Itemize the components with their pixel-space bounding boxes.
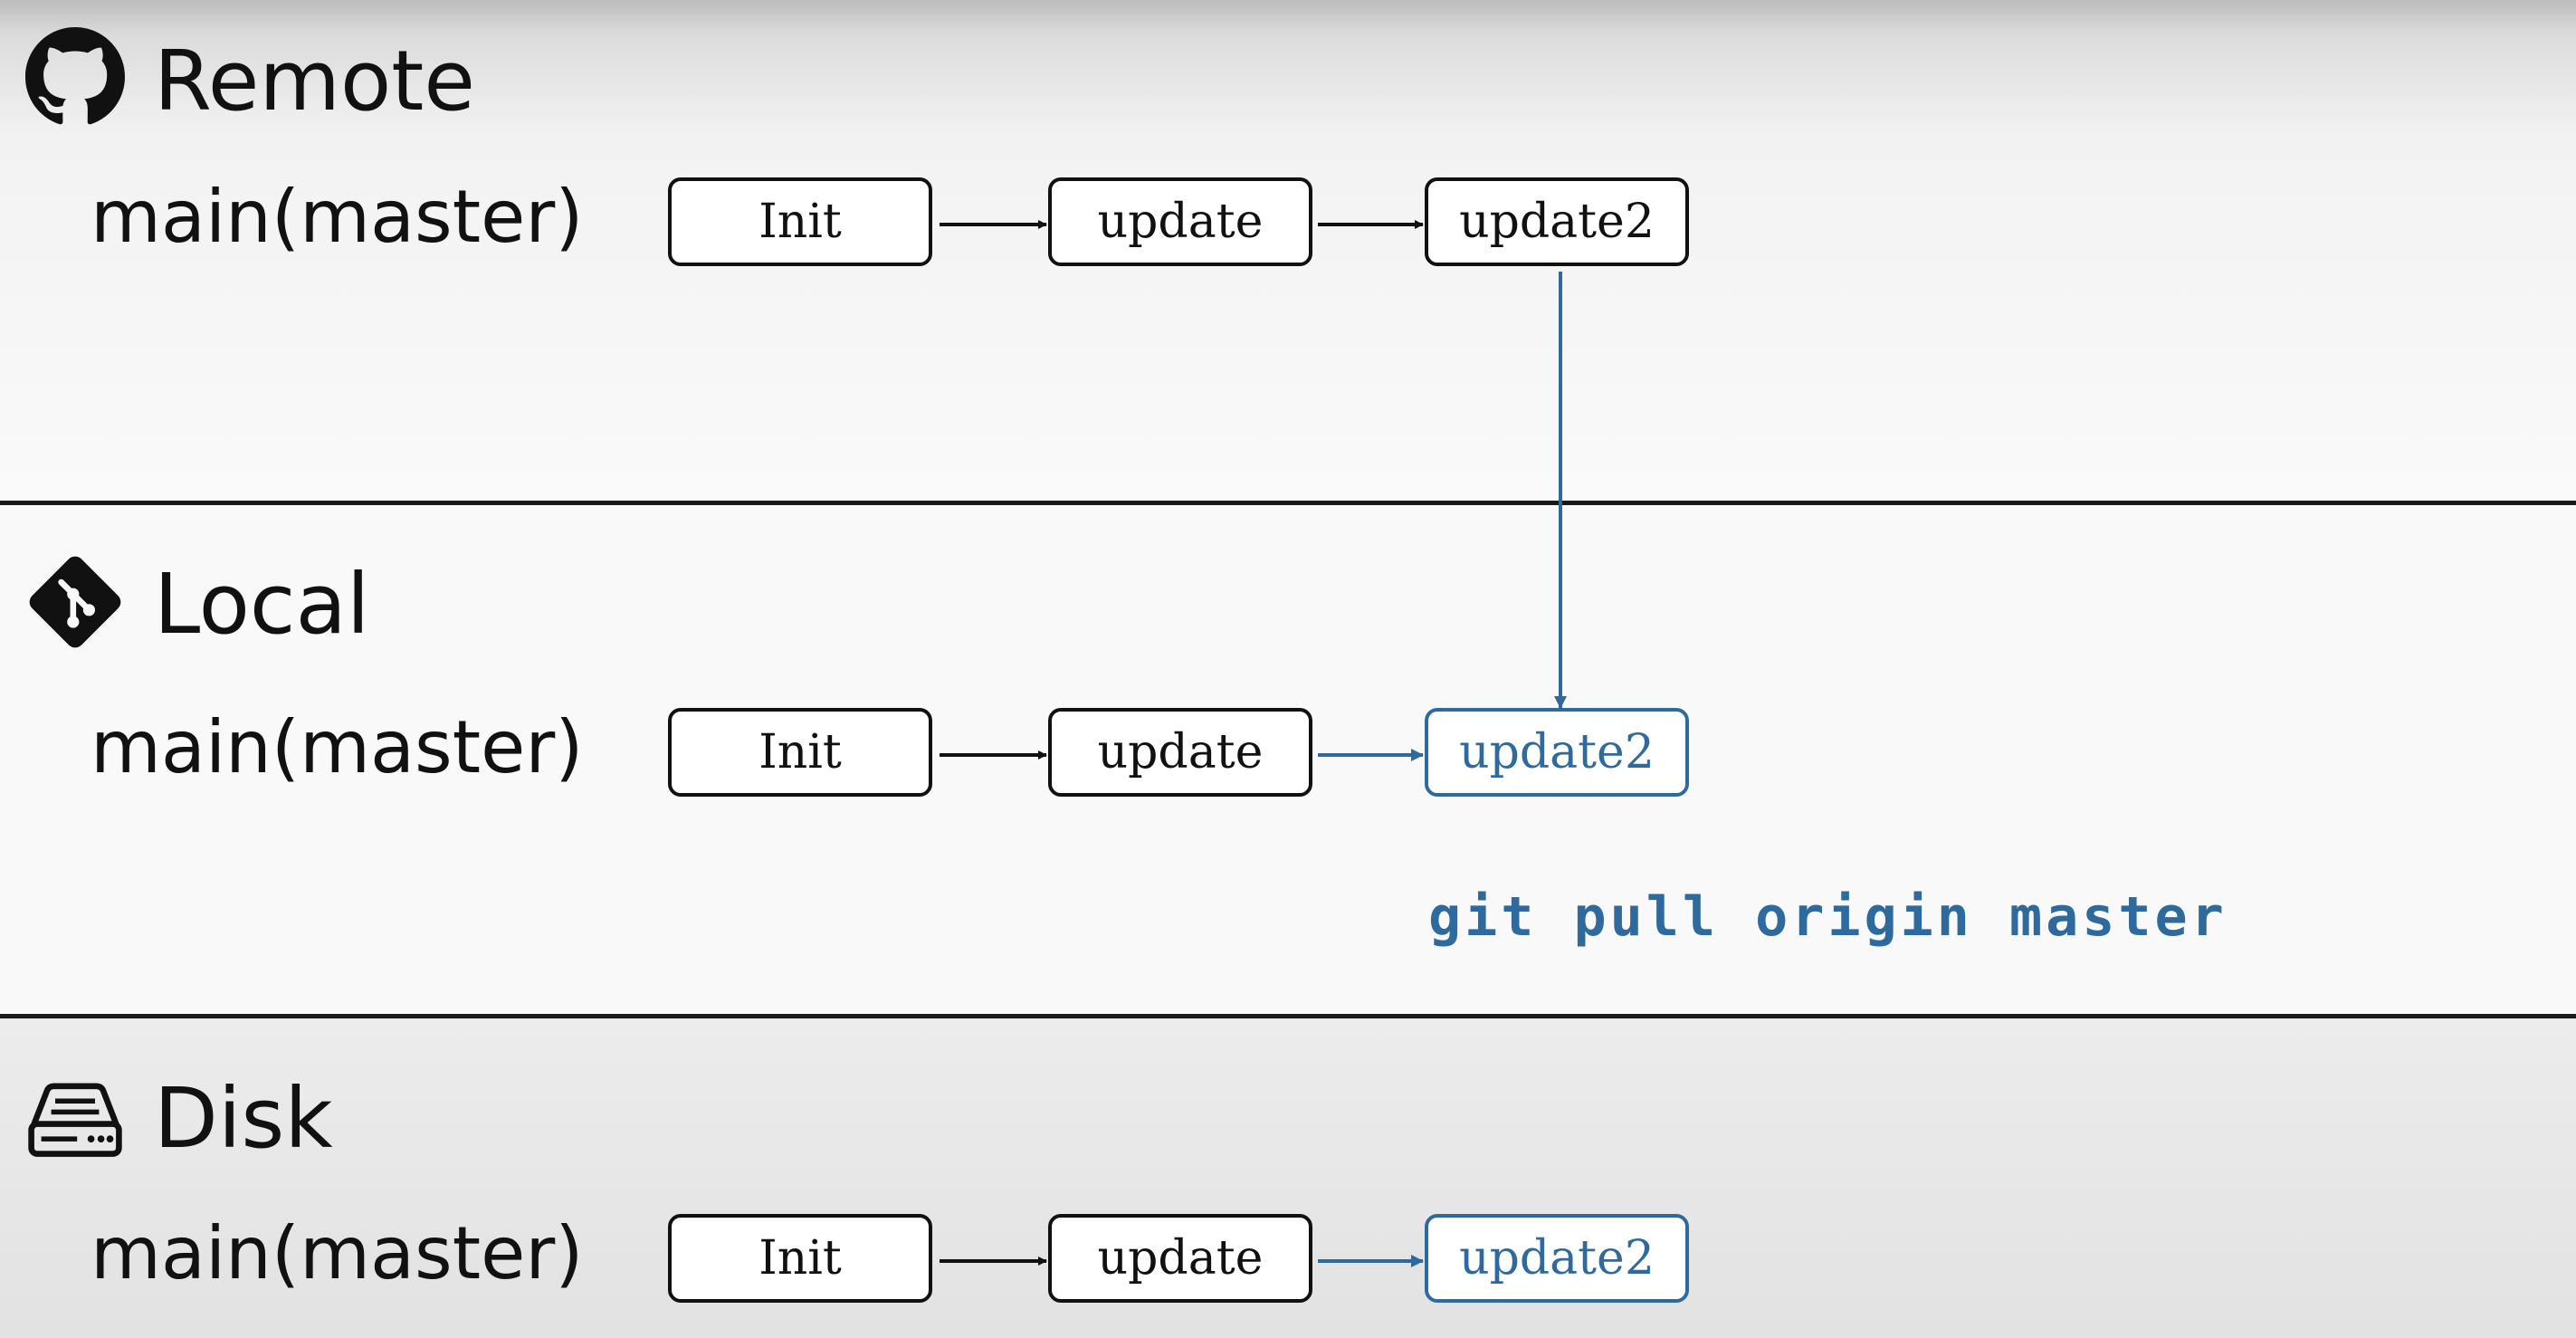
commit-local-init: Init — [668, 708, 932, 797]
section-divider — [0, 1014, 2576, 1018]
commit-local-update2: update2 — [1425, 708, 1689, 797]
branch-label-disk: main(master) — [91, 1211, 584, 1295]
git-icon — [29, 556, 121, 648]
section-title-disk: Disk — [154, 1070, 333, 1167]
commit-disk-update: update — [1048, 1214, 1312, 1303]
commit-remote-update: update — [1048, 177, 1312, 266]
commit-remote-init: Init — [668, 177, 932, 266]
hard-drive-icon — [28, 1083, 122, 1157]
github-icon — [25, 27, 125, 125]
section-divider — [0, 501, 2576, 505]
section-title-local: Local — [154, 556, 370, 653]
commit-local-update: update — [1048, 708, 1312, 797]
section-title-remote: Remote — [154, 33, 475, 129]
commit-disk-init: Init — [668, 1214, 932, 1303]
commit-remote-update2: update2 — [1425, 177, 1689, 266]
branch-label-remote: main(master) — [91, 175, 584, 259]
commit-disk-update2: update2 — [1425, 1214, 1689, 1303]
branch-label-local: main(master) — [91, 705, 584, 789]
git-command-text: git pull origin master — [1428, 885, 2228, 949]
